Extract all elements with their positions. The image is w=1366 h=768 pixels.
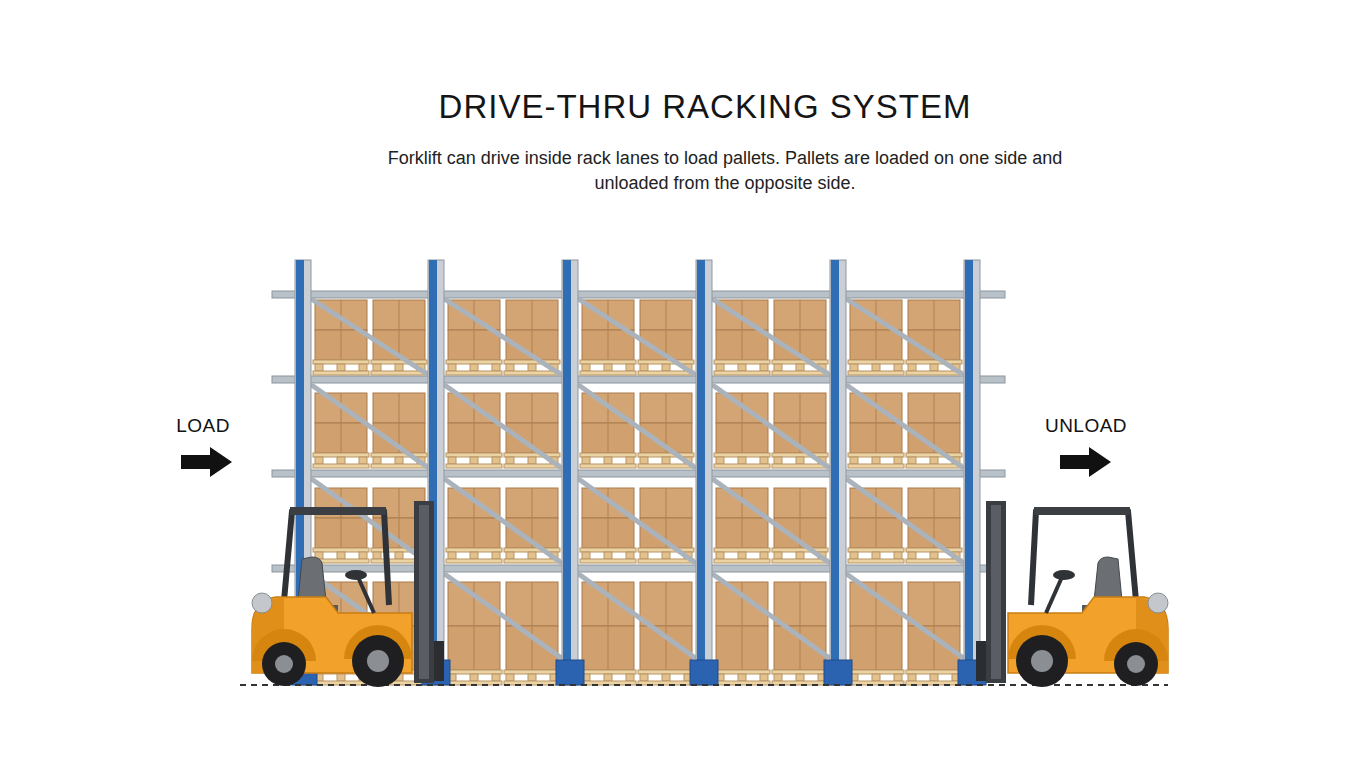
rack-upright — [824, 260, 852, 685]
rack-upright — [958, 260, 986, 685]
diagram-title: DRIVE-THRU RACKING SYSTEM — [355, 88, 1055, 126]
rack-upright — [690, 260, 718, 685]
rack-bay — [446, 300, 560, 685]
rack-upright — [556, 260, 584, 685]
flow-label: LOAD — [143, 415, 263, 437]
flow-label: UNLOAD — [1026, 415, 1146, 437]
unload-arrow — [1060, 447, 1111, 477]
forklift-left — [252, 501, 444, 687]
rack-bay — [714, 300, 828, 685]
rack-bay — [848, 300, 962, 685]
load-arrow — [181, 447, 232, 477]
diagram-caption: Forklift can drive inside rack lanes to … — [355, 146, 1095, 196]
rack-bay — [580, 300, 694, 685]
forklift-right — [976, 501, 1168, 687]
